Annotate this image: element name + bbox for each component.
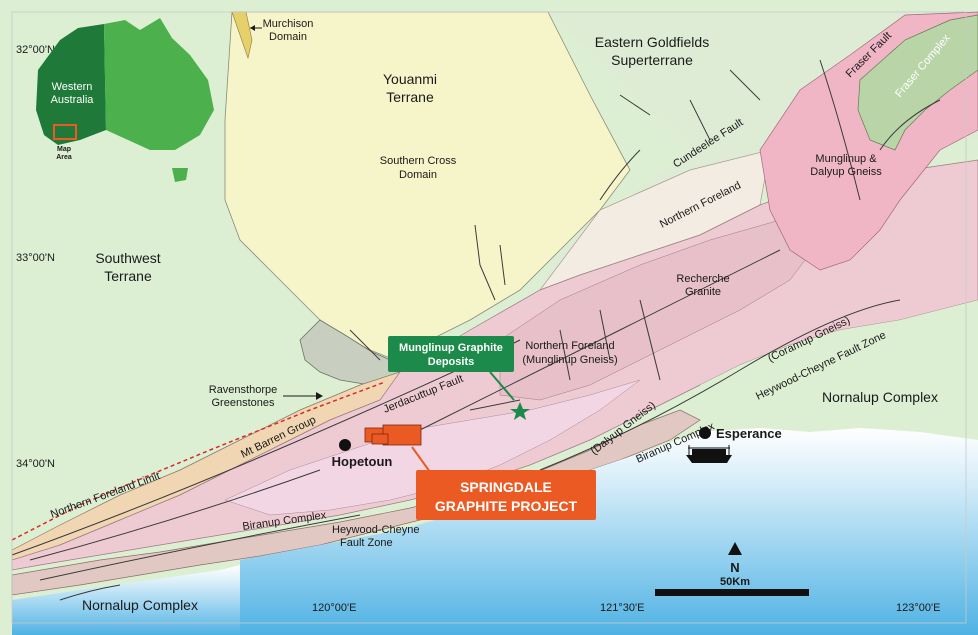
coordinate-labels: 32°00'N 33°00'N 34°00'N 120°00'E 121°30'… [16,44,940,614]
heywood-cheyne-sw-line2: Fault Zone [340,537,393,549]
munglinup-callout: Munglinup Graphite Deposits [388,336,514,372]
nornalup-east-label: Nornalup Complex [822,389,938,405]
town-markers: Hopetoun Esperance [332,426,782,469]
nornalup-west-label: Nornalup Complex [82,597,198,613]
recherche-line1: Recherche [676,273,729,285]
north-arrow-icon [728,542,742,555]
lat-33-label: 33°00'N [16,252,55,264]
lon-120-label: 120°00'E [312,602,356,614]
inset-state-line2: Australia [51,94,95,106]
munglinup-pointer-line [489,371,515,401]
northern-foreland-limit-line [11,381,386,541]
southern-ocean-west [12,565,240,635]
tasmania-shape [172,168,188,182]
ravensthorpe-line2: Greenstones [212,397,275,409]
munglinup-star-icon [510,402,530,420]
esperance-dot-icon [699,427,711,439]
inset-map-area-line2: Area [56,154,72,161]
springdale-callout-line1: SPRINGDALE [460,479,552,495]
munglinup-dalyup-line1: Munglinup & [815,153,877,165]
ravensthorpe-line1: Ravensthorpe [209,384,278,396]
map-area-box [53,124,77,140]
north-arrow: N [728,542,742,575]
hopetoun-label: Hopetoun [332,454,393,469]
murchison-line2: Domain [269,31,307,43]
biranup-complex-area [11,409,701,596]
recherche-line2: Granite [685,286,721,298]
hopetoun-dot-icon [339,439,351,451]
munglinup-callout-box [388,336,514,372]
springdale-callout-box [416,470,596,520]
springdale-callout: SPRINGDALE GRAPHITE PROJECT [416,470,596,520]
southern-cross-line2: Domain [399,169,437,181]
southwest-line2: Terrane [104,268,152,284]
nf-munglinup-line1: Northern Foreland [525,340,614,352]
southern-ocean [240,428,978,635]
lat-34-label: 34°00'N [16,458,55,470]
nornalup-complex-east-area [700,300,978,440]
murchison-arrowhead-icon [250,25,255,31]
eastern-goldfields-line2: Superterrane [611,52,693,68]
youanmi-line1: Youanmi [383,71,437,87]
scale-bar-rect [655,589,809,596]
esperance-label: Esperance [716,426,782,441]
springdale-callout-line2: GRAPHITE PROJECT [435,498,578,514]
fraser-complex-area [857,14,978,151]
munglinup-callout-line1: Munglinup Graphite [399,342,503,354]
lat-32-label: 32°00'N [16,44,55,56]
ship-icon [686,445,732,463]
rest-of-australia-shape [104,18,214,150]
springdale-pointer-line [411,446,431,473]
murchison-line1: Murchison [263,18,314,30]
southern-cross-line1: Southern Cross [380,155,457,167]
lon-121-30-label: 121°30'E [600,602,644,614]
ravensthorpe-arrowhead-icon [316,392,323,400]
australia-inset-map: Western Australia Map Area [36,18,214,182]
southwest-line1: Southwest [95,250,160,266]
western-australia-shape [36,24,106,145]
heywood-cheyne-sw-line1: Heywood-Cheyne [332,524,419,536]
fault-lines [11,59,941,601]
scale-label: 50Km [720,576,750,588]
youanmi-line2: Terrane [386,89,434,105]
scale-bar: 50Km [655,576,809,596]
inset-map-area-line1: Map [57,146,71,153]
springdale-tenements-icon [364,424,422,446]
map-frame [11,11,967,624]
nf-munglinup-line2: (Munglinup Gneiss) [522,354,617,366]
lon-123-label: 123°00'E [896,602,940,614]
munglinup-dalyup-line2: Dalyup Gneiss [810,166,882,178]
inset-state-line1: Western [52,81,93,93]
eastern-goldfields-line1: Eastern Goldfields [595,34,709,50]
north-label: N [730,560,739,575]
munglinup-callout-line2: Deposits [428,356,474,368]
